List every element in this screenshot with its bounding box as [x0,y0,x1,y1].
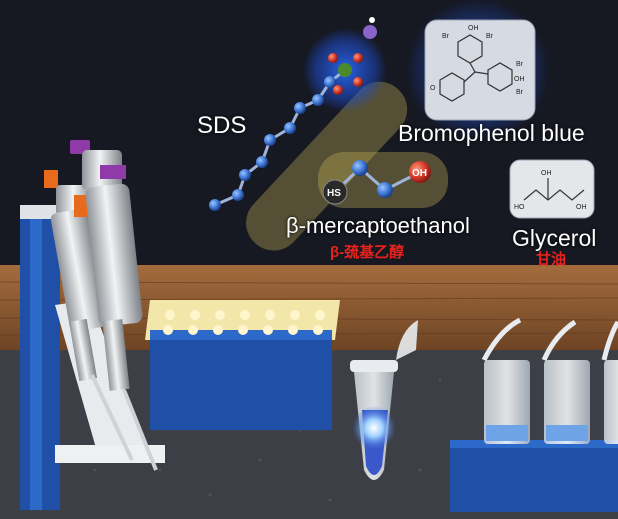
label-bromophenol-blue: Bromophenol blue [398,120,585,146]
glycerol-oh-top: OH [541,170,552,177]
structure-br-3: Br [516,61,524,68]
pipette-left [44,170,134,461]
structure-oh-1: OH [468,25,479,32]
structure-br-1: Br [442,33,450,40]
structure-oh-2: OH [514,76,525,83]
atom-hs: HS [327,188,341,199]
label-glycerol: Glycerol [512,225,597,251]
bromophenol-structure: Br Br OH Br Br OH O [406,0,550,142]
glowing-tube [350,360,398,480]
tip-box [145,300,340,430]
structure-br-2: Br [486,33,494,40]
label-mercaptoethanol-cn: β-巯基乙醇 [330,244,405,261]
pipette-right [70,140,158,471]
structure-o: O [430,85,436,92]
tube-rack [450,317,618,512]
mercaptoethanol-molecule: HS OH [318,152,448,208]
label-mercaptoethanol: β-mercaptoethanol [286,213,470,238]
glycerol-structure: OH HO OH [509,159,595,219]
open-tube-lid [396,320,418,360]
structure-br-4: Br [516,89,524,96]
glycerol-ho-left: HO [514,204,525,211]
sds-molecule [209,17,408,251]
label-sds: SDS [197,112,247,139]
glycerol-oh-right: OH [576,204,587,211]
label-glycerol-cn: 甘油 [536,251,567,268]
atom-oh: OH [412,168,427,179]
